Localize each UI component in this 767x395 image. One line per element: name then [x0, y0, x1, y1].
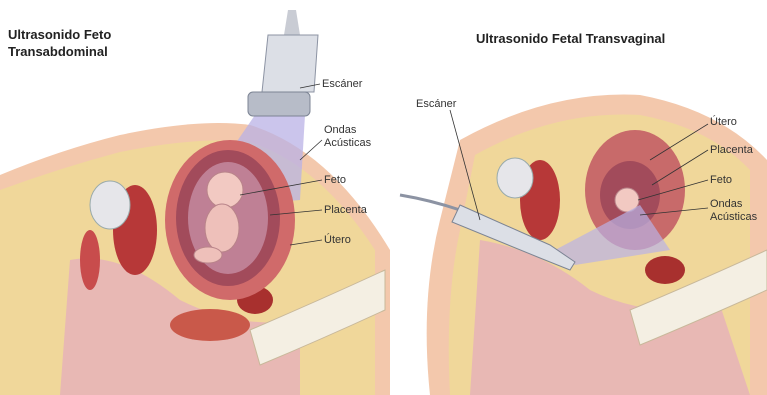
label-waves-line-2: Acústicas — [710, 211, 757, 224]
label-waves-line-1: Ondas — [710, 198, 757, 211]
fetus-legs — [194, 247, 222, 263]
transvaginal-panel: Ultrasonido Fetal Transvaginal Escáner Ú… — [390, 0, 767, 395]
scanner-head — [248, 92, 310, 116]
label-placenta: Placenta — [710, 144, 753, 157]
title-line-2: Transabdominal — [8, 43, 111, 60]
label-acoustic-waves: Ondas Acústicas — [710, 198, 757, 224]
transabdominal-panel: Ultrasonido Feto Transabdominal Escáner … — [0, 0, 390, 395]
title-line-1: Ultrasonido Feto — [8, 26, 111, 43]
intestine-loop — [645, 256, 685, 284]
transabdominal-title: Ultrasonido Feto Transabdominal — [8, 26, 111, 60]
label-uterus: Útero — [324, 234, 351, 247]
label-waves-line-2: Acústicas — [324, 137, 371, 150]
label-uterus: Útero — [710, 116, 737, 129]
fetus-body — [205, 204, 239, 252]
bladder — [90, 181, 130, 229]
label-fetus: Feto — [324, 174, 346, 187]
fetus-head — [207, 172, 243, 208]
label-scanner: Escáner — [416, 98, 456, 111]
scanner-cable — [284, 10, 300, 35]
muscle — [80, 230, 100, 290]
scanner-body — [262, 35, 318, 92]
bladder — [497, 158, 533, 198]
label-fetus: Feto — [710, 174, 732, 187]
label-placenta: Placenta — [324, 204, 367, 217]
label-acoustic-waves: Ondas Acústicas — [324, 124, 371, 150]
label-scanner: Escáner — [322, 78, 362, 91]
intestine — [170, 309, 250, 341]
transvaginal-title: Ultrasonido Fetal Transvaginal — [476, 30, 665, 47]
label-waves-line-1: Ondas — [324, 124, 371, 137]
